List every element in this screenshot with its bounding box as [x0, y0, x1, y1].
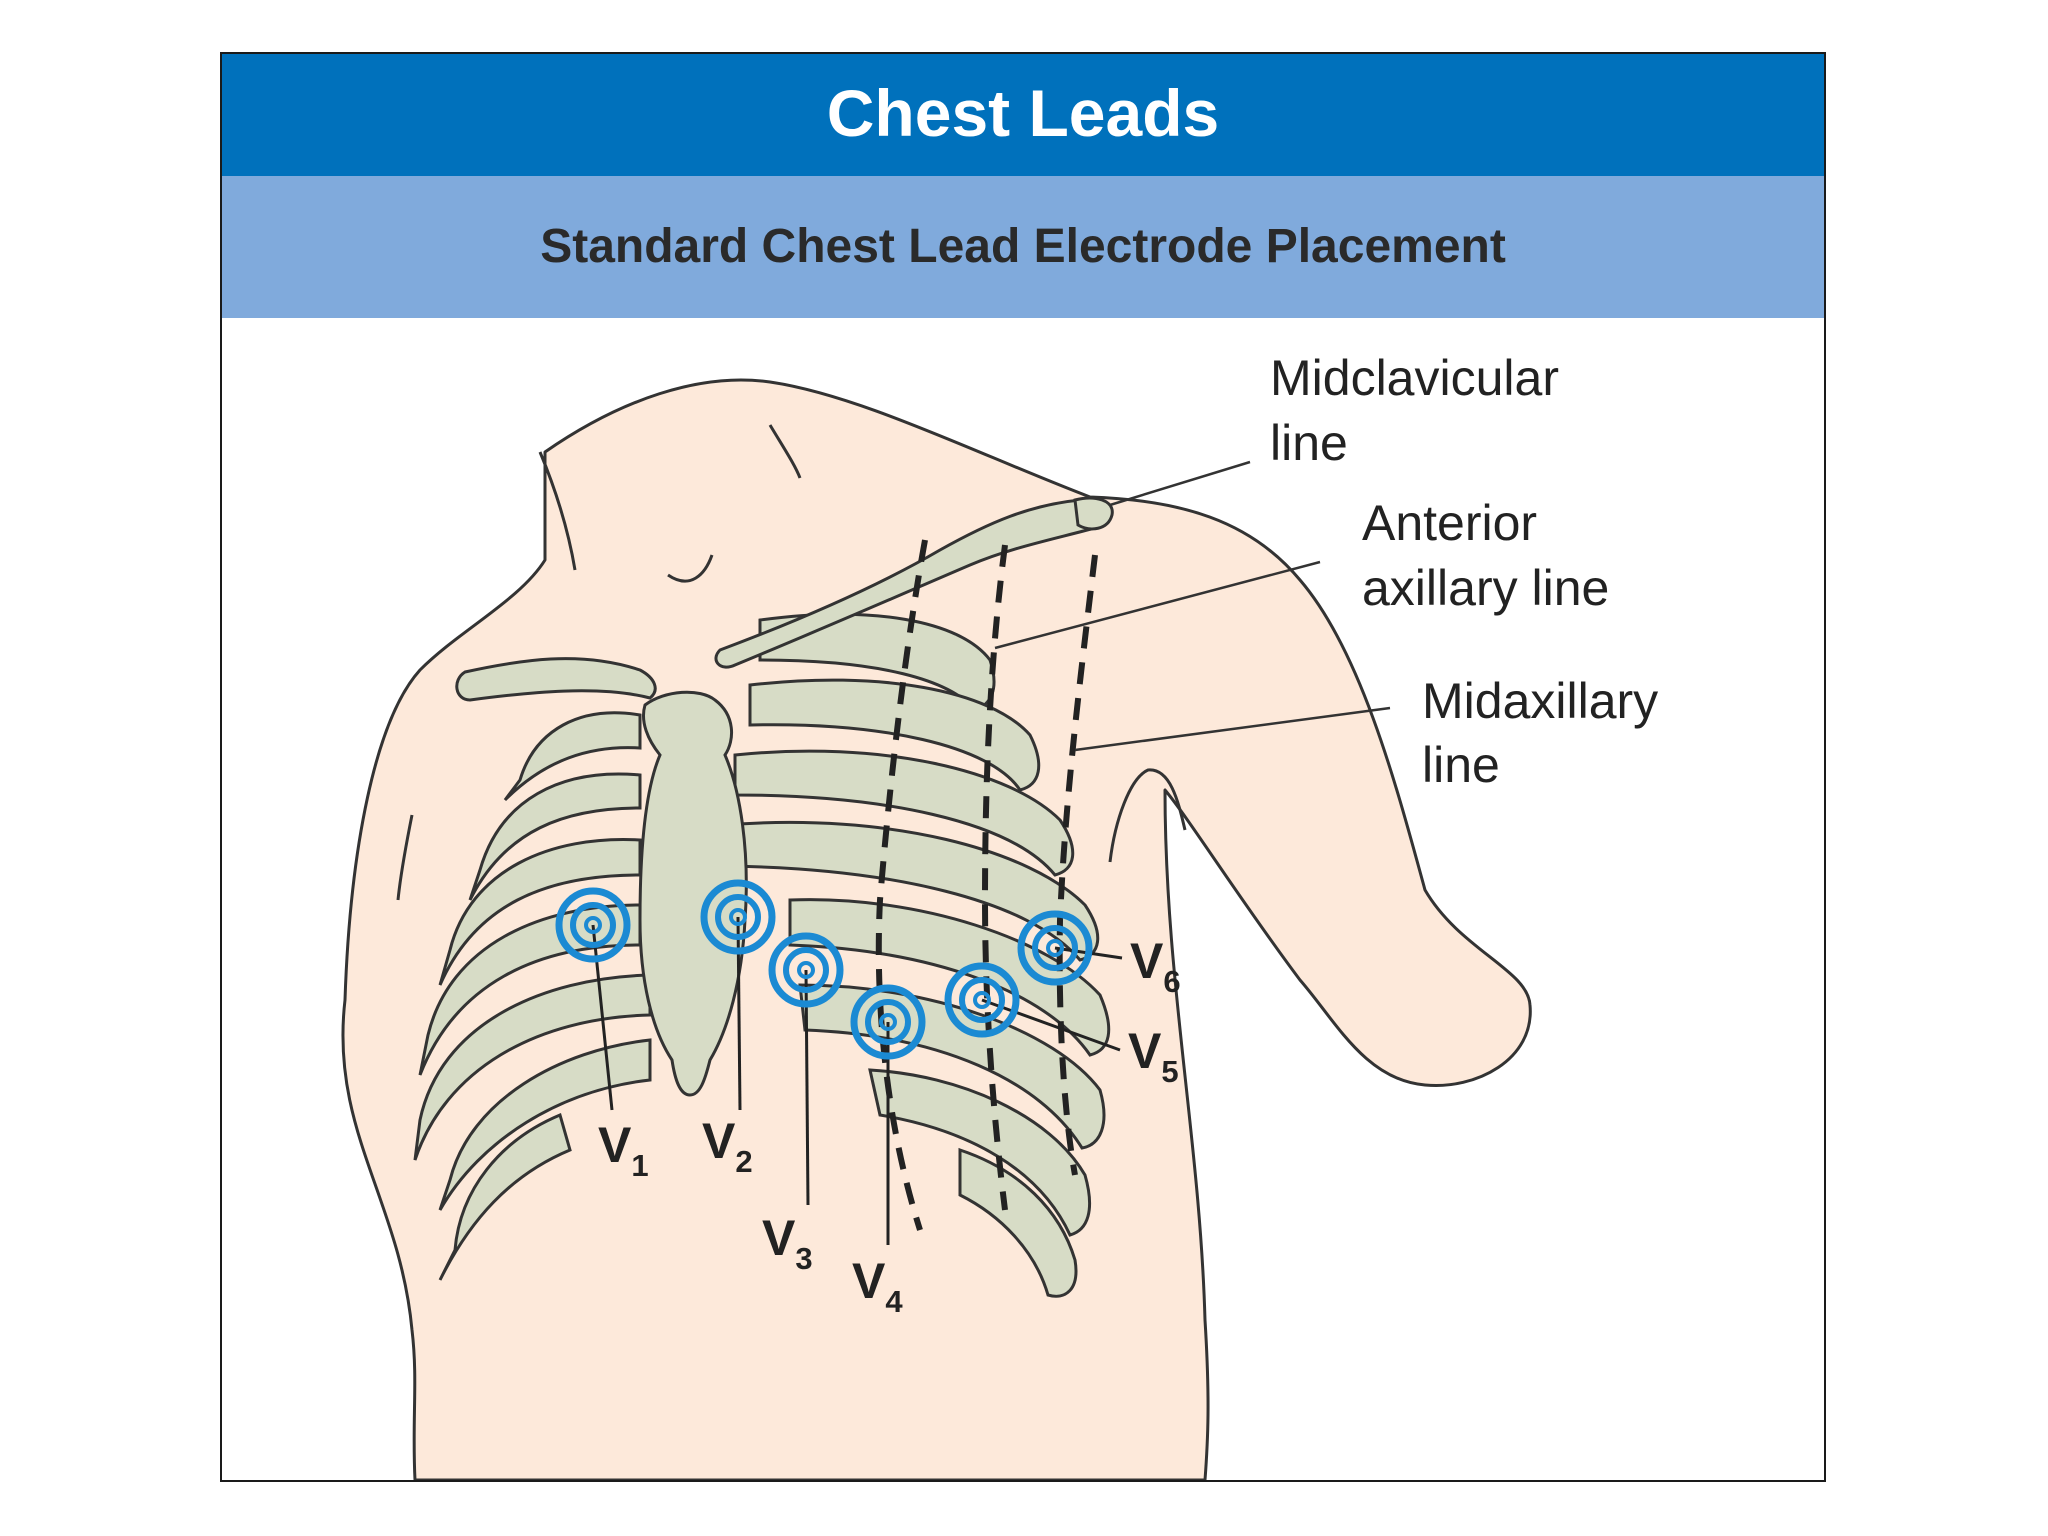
figure-title: Chest Leads — [826, 76, 1220, 150]
anterior-axillary-label-line2: axillary line — [1362, 560, 1609, 616]
figure-subtitle: Standard Chest Lead Electrode Placement — [540, 220, 1506, 273]
electrode-v5 — [944, 962, 1020, 1038]
neck-line-left — [538, 451, 577, 571]
midaxillary-dashed-line — [1056, 554, 1098, 1176]
neck-line-right — [768, 424, 802, 479]
lead-label-v2: V2 — [702, 1113, 753, 1179]
midaxillary-label-line1: Midaxillary — [1422, 673, 1658, 729]
midclavicular-leader — [1109, 460, 1251, 507]
electrode-v2 — [700, 879, 776, 955]
midclavicular-label-line1: Midclavicular — [1270, 350, 1559, 406]
v5-leader — [981, 998, 1121, 1052]
left-flank-line — [396, 814, 414, 901]
anterior-axillary-label: Anterior axillary line — [1362, 495, 1609, 616]
trapezius-line — [667, 554, 714, 583]
anterior-axillary-dashed-line — [981, 544, 1008, 1211]
v3-leader — [804, 969, 810, 1206]
electrode-v3 — [768, 932, 844, 1008]
electrode-v4 — [850, 984, 926, 1060]
v2-leader — [736, 916, 742, 1111]
midaxillary-label: Midaxillary line — [1422, 673, 1672, 793]
midaxillary-leader — [1074, 706, 1391, 752]
acromion — [1073, 496, 1114, 531]
sternum — [638, 690, 748, 1097]
armpit-line — [1108, 768, 1187, 863]
line-leaders — [994, 460, 1391, 752]
midclavicular-label: Midclavicular line — [1270, 350, 1573, 471]
subtitle-bar: Standard Chest Lead Electrode Placement — [222, 176, 1824, 318]
anterior-axillary-label-line1: Anterior — [1362, 495, 1537, 551]
midclavicular-label-line2: line — [1270, 415, 1348, 471]
lead-label-v3: V3 — [762, 1210, 813, 1276]
midclavicular-dashed-line — [875, 539, 928, 1231]
anterior-axillary-leader — [994, 560, 1321, 650]
reference-lines — [875, 539, 1098, 1231]
electrode-v1 — [555, 887, 631, 963]
clavicle-left — [455, 657, 657, 702]
electrodes — [555, 879, 1093, 1060]
title-bar: Chest Leads — [222, 54, 1824, 176]
lead-label-v1: V1 — [598, 1117, 649, 1183]
lead-label-v6: V6 — [1130, 933, 1181, 999]
midaxillary-label-line2: line — [1422, 737, 1500, 793]
lead-label-v5: V5 — [1128, 1023, 1179, 1089]
lead-label-v4: V4 — [852, 1253, 903, 1319]
ribs-left — [413, 711, 652, 1281]
electrode-v6 — [1017, 910, 1093, 986]
